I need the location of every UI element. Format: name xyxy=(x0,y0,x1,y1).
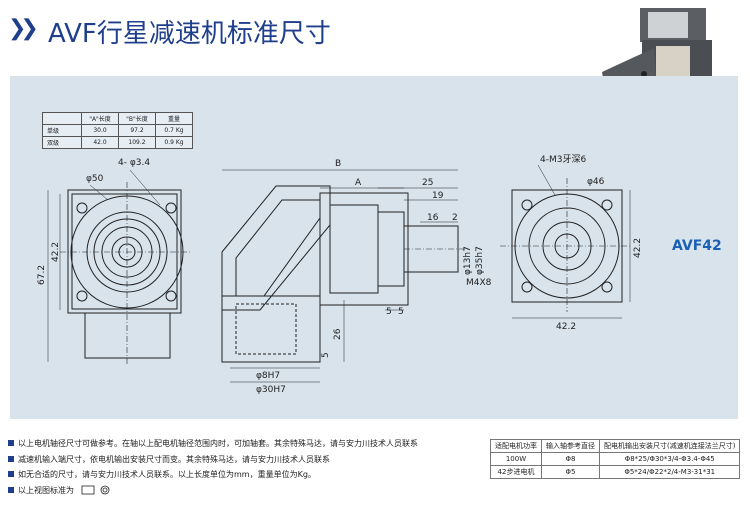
side-shaft1-label: φ13h7 xyxy=(463,246,473,275)
side-view xyxy=(221,169,470,383)
table-cell: 0.9 Kg xyxy=(155,136,193,149)
side-bore2-label: φ30H7 xyxy=(256,385,286,395)
list-item: 减速机输入端尺寸，依电机输出安装尺寸而变。其余特殊马达，请与安力川技术人员联系 xyxy=(8,452,418,468)
end-view xyxy=(500,164,632,319)
page-header: ❯❯ AVF行星减速机标准尺寸 xyxy=(0,0,750,70)
side-d2-label: 2 xyxy=(452,213,458,223)
table-cell: 输入轴参考直径 xyxy=(541,439,600,453)
side-d19-label: 19 xyxy=(432,191,444,201)
table-header-row: 适配电机功率 输入轴参考直径 配电机输出安装尺寸(减速机连接法兰尺寸) xyxy=(490,439,741,453)
side-b-label: B xyxy=(335,159,341,169)
note-text: 以上视图标准为 xyxy=(18,485,74,495)
table-cell: 配电机输出安装尺寸(减速机连接法兰尺寸) xyxy=(598,439,741,453)
side-thread-label: M4X8 xyxy=(466,278,492,288)
note-text: 以上电机轴径尺寸可做参考。在轴以上配电机轴径范围内时，可加轴套。其余特殊马达，请… xyxy=(18,439,418,448)
note-text: 如无合适的尺寸，请与安力川技术人员联系。以上长度单位为mm，重量单位为Kg。 xyxy=(18,470,316,479)
side-d16-label: 16 xyxy=(427,213,439,223)
table-cell: 42步进电机 xyxy=(490,465,542,479)
end-height-label: 42.2 xyxy=(633,238,643,258)
motor-table: 适配电机功率 输入轴参考直径 配电机输出安装尺寸(减速机连接法兰尺寸) 100W… xyxy=(490,439,741,479)
side-a-label: A xyxy=(355,178,362,188)
front-view xyxy=(47,169,190,364)
table-cell: 适配电机功率 xyxy=(490,439,542,453)
front-height-label: 67.2 xyxy=(37,265,47,285)
table-cell: 42.0 xyxy=(81,136,119,149)
front-width-label: 42.2 xyxy=(51,242,61,262)
end-width-label: 42.2 xyxy=(556,322,576,332)
model-label: AVF42 xyxy=(672,238,722,254)
side-d5b-label: 5 xyxy=(398,307,404,317)
table-row: 100W Φ8 Φ8*25/Φ30*3/4-Φ3.4-Φ45 xyxy=(490,452,741,466)
side-shaft2-label: φ35h7 xyxy=(475,246,485,275)
notes-list: 以上电机轴径尺寸可做参考。在轴以上配电机轴径范围内时，可加轴套。其余特殊马达，请… xyxy=(8,436,418,498)
table-cell: Φ8 xyxy=(541,452,600,466)
table-header-row: "A"长度 "B"长度 重量 xyxy=(42,112,193,125)
list-item: 如无合适的尺寸，请与安力川技术人员联系。以上长度单位为mm，重量单位为Kg。 xyxy=(8,467,418,483)
table-cell: Φ5*24/Φ22*2/4-M3-31*31 xyxy=(598,465,741,479)
list-item: 以上电机轴径尺寸可做参考。在轴以上配电机轴径范围内时，可加轴套。其余特殊马达，请… xyxy=(8,436,418,452)
table-row: 42步进电机 Φ5 Φ5*24/Φ22*2/4-M3-31*31 xyxy=(490,465,741,479)
bullet-icon xyxy=(8,486,14,493)
table-row: 双级 42.0 109.2 0.9 Kg xyxy=(42,136,193,149)
side-d5a-label: 5 xyxy=(386,307,392,317)
end-circle-label: φ46 xyxy=(587,177,605,187)
table-cell: 双级 xyxy=(42,136,82,149)
front-holes-label: 4- φ3.4 xyxy=(118,158,150,168)
side-d26-label: 26 xyxy=(333,328,343,340)
table-cell: Φ8*25/Φ30*3/4-Φ3.4-Φ45 xyxy=(598,452,741,466)
note-text: 减速机输入端尺寸，依电机输出安装尺寸而变。其余特殊马达，请与安力川技术人员联系 xyxy=(18,454,330,464)
side-d5c-label: 5 xyxy=(321,352,331,358)
front-circle-label: φ50 xyxy=(86,174,104,184)
side-d25-label: 25 xyxy=(422,178,433,188)
table-cell: Φ5 xyxy=(541,465,600,479)
projection-symbol-icon xyxy=(81,485,109,495)
bullet-icon xyxy=(8,455,14,462)
page-title: AVF行星减速机标准尺寸 xyxy=(48,19,331,49)
bullet-icon xyxy=(8,471,14,477)
end-holes-label: 4-M3牙深6 xyxy=(540,154,586,165)
table-cell: 100W xyxy=(490,452,542,466)
side-bore1-label: φ8H7 xyxy=(256,371,280,381)
dimension-table: "A"长度 "B"长度 重量 单级 30.0 97.2 0.7 Kg 双级 42… xyxy=(42,112,193,149)
bullet-icon xyxy=(8,440,14,446)
list-item: 以上视图标准为 xyxy=(8,483,418,499)
